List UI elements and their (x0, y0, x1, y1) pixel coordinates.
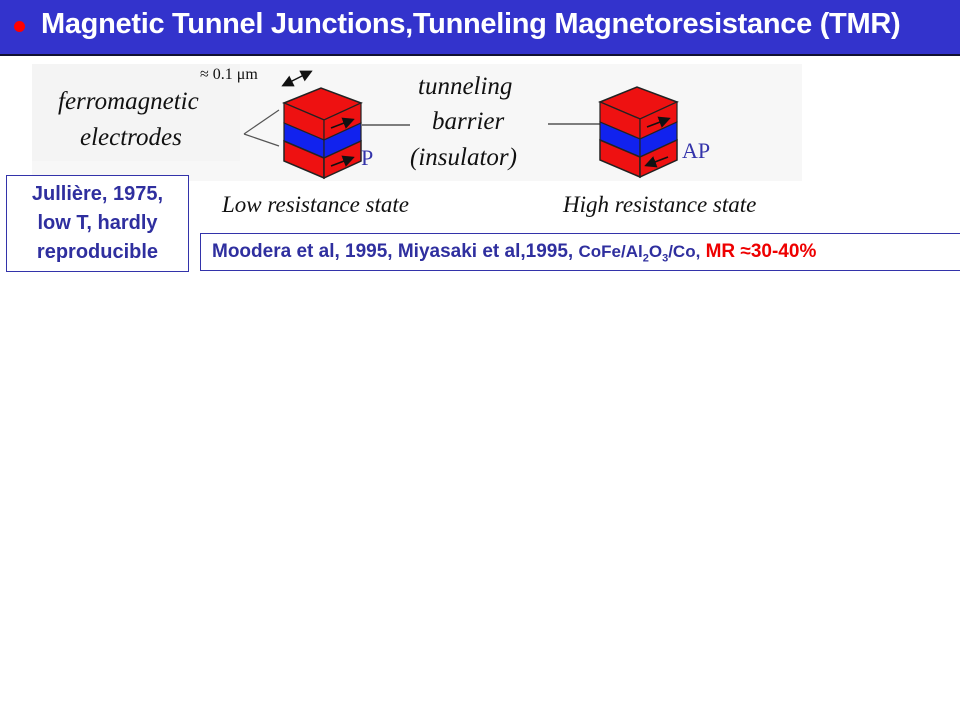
pointer-line-bottom (243, 133, 280, 147)
electrode-label-background (32, 64, 240, 161)
top-magnetization-arrow-icon (646, 116, 671, 128)
bottom-magnetization-arrow-icon (644, 156, 669, 168)
bottom-magnetization-arrow-icon (330, 155, 355, 167)
junction-cube-antiparallel (598, 86, 679, 179)
authors-text: Moodera et al, 1995, Miyasaki et al,1995… (212, 241, 574, 262)
pointer-line-top (243, 109, 280, 135)
julliere-line: Jullière, 1975, (31, 183, 164, 205)
bullet-icon (14, 21, 25, 32)
size-double-arrow-icon (281, 70, 313, 87)
top-magnetization-arrow-icon (330, 117, 355, 129)
mr-value: MR ≈30-40% (705, 241, 817, 262)
low-resistance-caption: Low resistance state (222, 192, 409, 217)
electrodes-label-line1: ferromagnetic (58, 88, 199, 115)
electrodes-label-line2: electrodes (80, 124, 182, 151)
moodera-note-box: Moodera et al, 1995, Miyasaki et al,1995… (200, 233, 960, 271)
barrier-label-line2: barrier (432, 108, 505, 135)
barrier-label-line3: (insulator) (410, 144, 517, 171)
size-label: ≈ 0.1 μm (200, 66, 258, 83)
julliere-line: reproducible (36, 241, 159, 263)
high-resistance-caption: High resistance state (563, 192, 757, 217)
slide-title: Magnetic Tunnel Junctions,Tunneling Magn… (41, 8, 901, 40)
material-text: CoFe/Al2O3/Co, (578, 242, 701, 265)
julliere-note-box: Jullière, 1975, low T, hardly reproducib… (6, 175, 189, 272)
junction-cube-parallel (282, 87, 363, 180)
antiparallel-label: AP (682, 138, 711, 163)
julliere-line: low T, hardly (37, 212, 158, 234)
parallel-label: P (361, 145, 374, 170)
barrier-label-line1: tunneling (418, 73, 513, 100)
slide-title-bar: Magnetic Tunnel Junctions,Tunneling Magn… (0, 0, 960, 56)
